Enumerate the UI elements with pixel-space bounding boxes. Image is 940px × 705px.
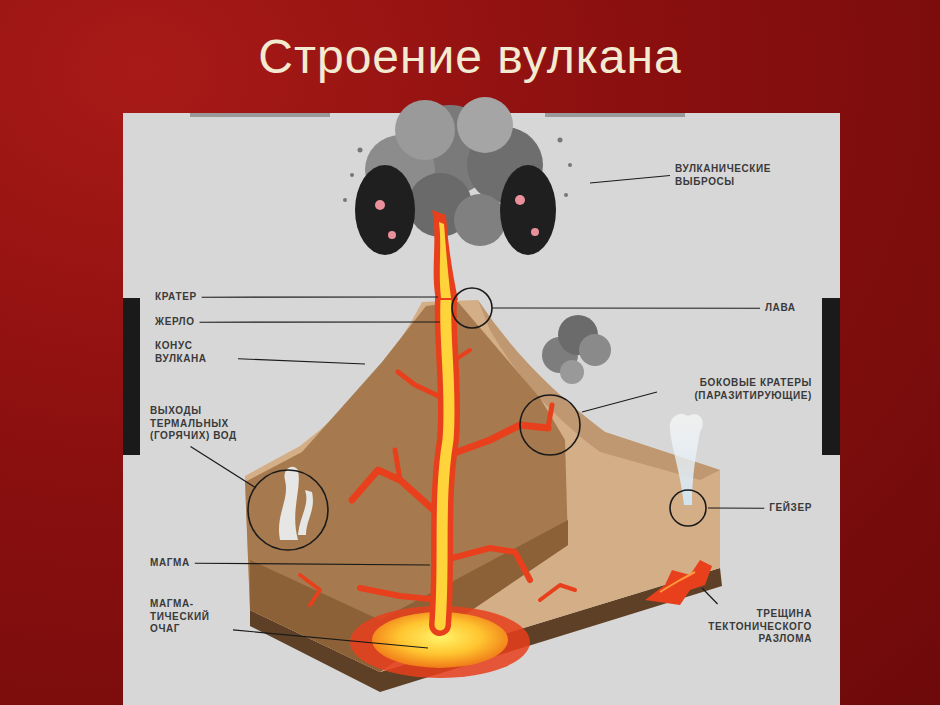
panel-tab [545,113,685,117]
side-bar [822,298,840,455]
part-label: ЛАВА [765,302,796,315]
leader-line [492,307,760,308]
part-label: МАГМА- ТИЧЕСКИЙ ОЧАГ [150,598,228,636]
leader-line [238,359,365,364]
leader-line [200,321,440,322]
part-label: БОКОВЫЕ КРАТЕРЫ (ПАРАЗИТИРУЮЩИЕ) [662,377,812,402]
side-bar [123,298,140,455]
cut-face [245,302,568,672]
leader-line [195,563,430,565]
panel-tab [190,113,330,117]
part-label: КОНУС ВУЛКАНА [155,340,233,365]
geyser-plume [670,414,703,505]
lava-spurt [432,210,458,300]
leader-line [202,296,438,297]
hot-water [279,467,313,540]
leader-line [191,447,257,489]
leader-line [590,176,670,184]
callout-circles [248,288,706,550]
leader-line [233,630,428,648]
panel [123,113,840,705]
eruption-cloud [343,97,572,255]
tectonic-fissure [645,560,712,605]
side-smoke [542,315,611,384]
part-label: ЖЕРЛО [155,316,195,329]
leader-line [582,392,657,412]
part-label: КРАТЕР [155,291,197,304]
part-label: ГЕЙЗЕР [769,502,812,515]
leader-line [702,588,718,604]
slide-title: Строение вулкана [0,28,940,86]
part-label: МАГМА [150,557,190,570]
leader-line [708,507,764,508]
part-label: ВУЛКАНИЧЕСКИЕ ВЫБРОСЫ [675,163,815,188]
part-label: ВЫХОДЫ ТЕРМАЛЬНЫХ (ГОРЯЧИХ) ВОД [150,405,240,443]
vent [440,300,449,625]
part-label: ТРЕЩИНА ТЕКТОНИЧЕСКОГО РАЗЛОМА [694,608,812,646]
